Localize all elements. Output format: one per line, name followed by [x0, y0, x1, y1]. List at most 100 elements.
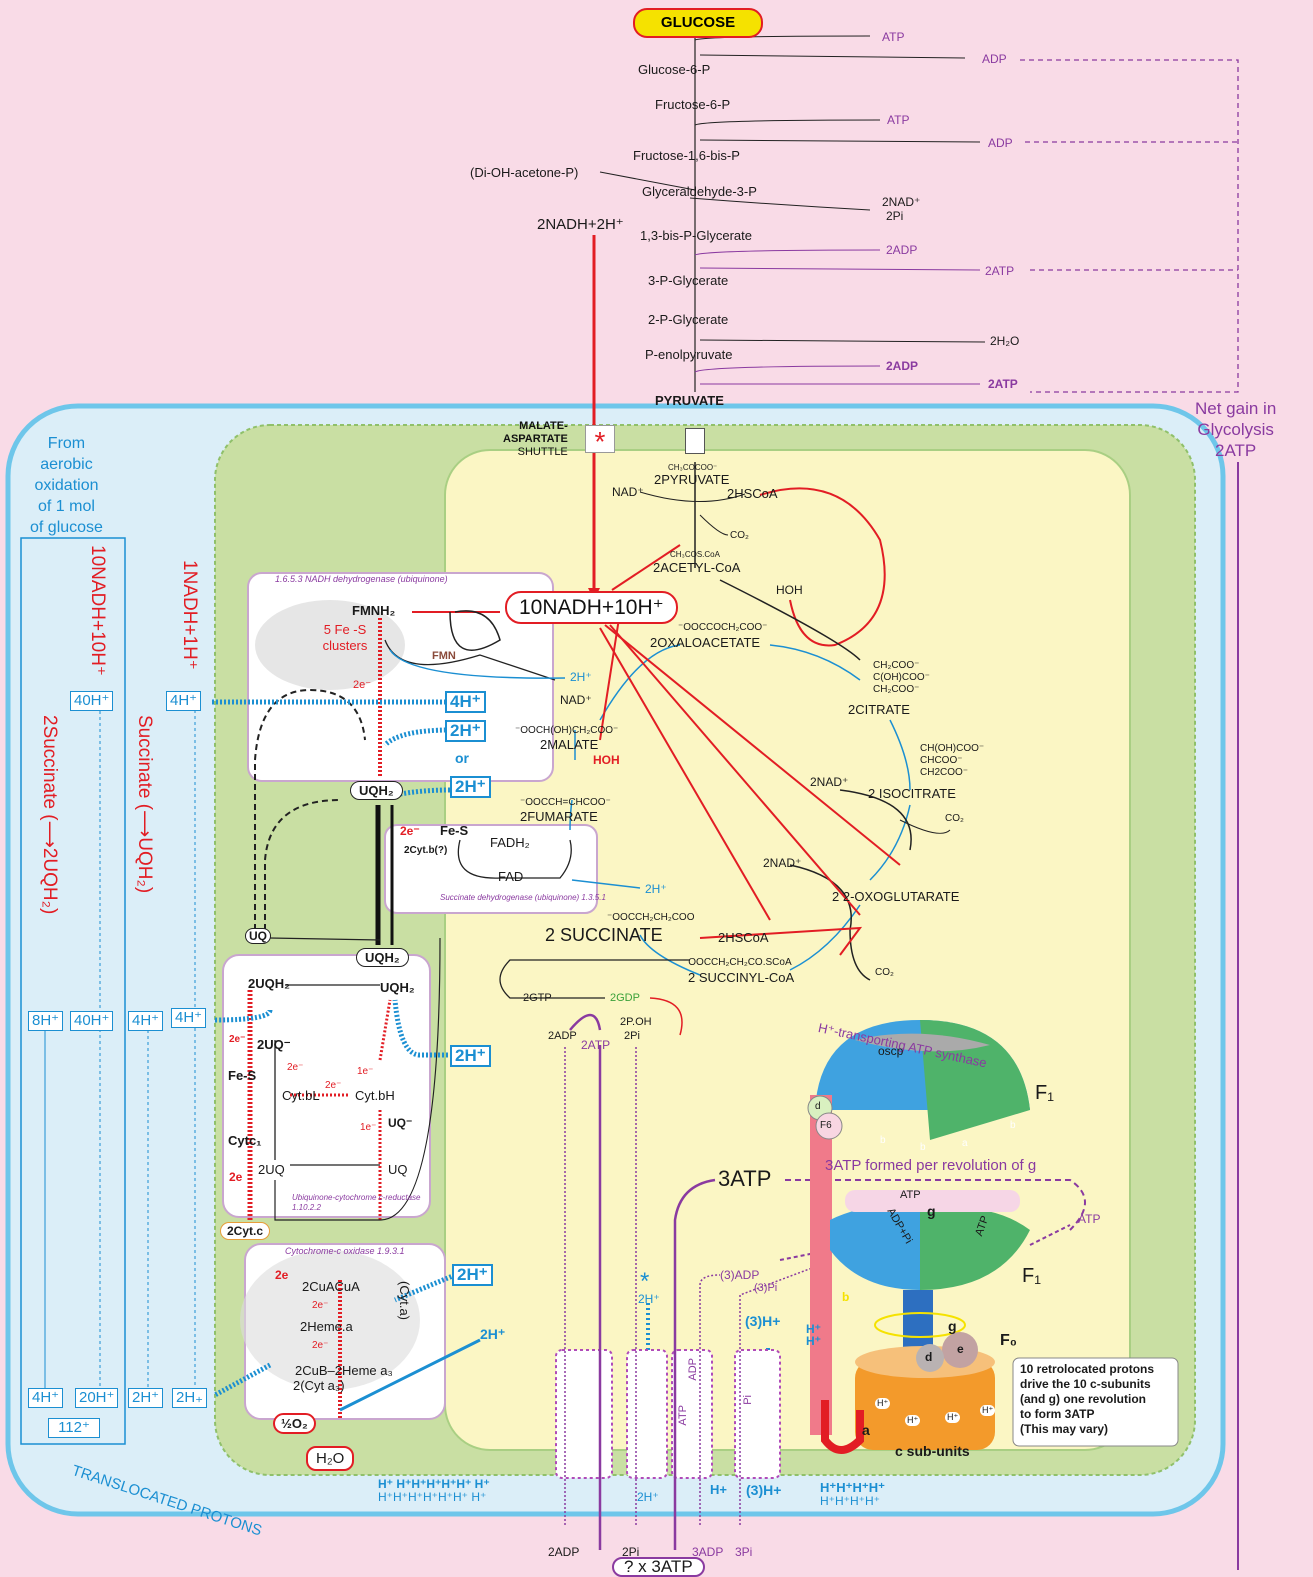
complex-2-electrons: 2e⁻ — [400, 824, 420, 838]
complex-3-e2: 2e⁻ — [287, 1062, 304, 1073]
box-112-total: 112⁺ — [48, 1418, 100, 1438]
box-4h-a: 4H⁺ — [166, 691, 202, 711]
hscoa-1: 2HSCoA — [727, 486, 778, 501]
subunit-d: d — [815, 1101, 821, 1112]
subunit-e: e — [957, 1342, 964, 1356]
synthase-atp-top: ATP — [900, 1189, 921, 1201]
glyceraldehyde-3-p: Glyceraldehyde-3-P — [642, 184, 757, 199]
atp-3: 2ATP — [985, 264, 1015, 278]
oxaloacetate: 2OXALOACETATE — [650, 635, 761, 650]
uqh2-pool-2: UQH₂ — [356, 948, 409, 967]
succinate: 2 SUCCINATE — [545, 925, 663, 945]
complex-4-e: 2e — [275, 1268, 289, 1282]
protons-row-3: H⁺H⁺H⁺H⁺ — [820, 1480, 885, 1495]
13-bis-p-glycerate: 1,3-bis-P-Glycerate — [640, 228, 752, 243]
complex-4-core — [240, 1250, 420, 1390]
complex-3-e3: 2e⁻ — [325, 1080, 342, 1091]
complex-4-title: Cytochrome-c oxidase 1.9.3.1 — [285, 1246, 405, 1256]
gamma-bottom: g — [948, 1318, 957, 1334]
succinylcoa-formula: ⁻OOCCH₂CH₂CO.SCoA — [683, 957, 792, 968]
col-2succinate: 2Succinate (⟶2UQH₂) — [39, 715, 60, 915]
three-atp: 3ATP — [718, 1166, 772, 1191]
protons-row-2: H⁺H⁺H⁺H⁺H⁺H⁺ H⁺ — [378, 1490, 487, 1504]
complex-1-nad: NAD⁺ — [560, 693, 592, 707]
cyt-b: 2Cyt.b(?) — [404, 845, 448, 856]
or-label: or — [455, 750, 469, 766]
hoh-2: HOH — [593, 753, 620, 767]
atp-4: 2ATP — [988, 377, 1018, 391]
three-h: (3)H+ — [745, 1313, 781, 1329]
citrate-formula: CH₂COO⁻ C(OH)COO⁻ CH₂COO⁻ — [873, 660, 930, 695]
f1-bottom: F₁ — [1022, 1265, 1041, 1287]
uq-radical: 2UQ⁻ — [257, 1037, 291, 1052]
isocitrate: 2 ISOCITRATE — [868, 786, 956, 801]
uqh2-pool-1: UQH₂ — [350, 781, 403, 800]
fructose-6-p: Fructose-6-P — [655, 97, 731, 112]
box-2h-b: 2H₊ — [172, 1388, 208, 1408]
subunit-d2: d — [925, 1350, 933, 1364]
glucose-label: GLUCOSE — [633, 8, 763, 38]
complex-3-e4: 1e⁻ — [357, 1066, 374, 1077]
box-4h-c: 4H⁺ — [171, 1008, 207, 1028]
cub-heme-a3: 2CuB–2Heme a₃ — [295, 1363, 393, 1378]
atp-side: ATP — [1078, 1212, 1101, 1226]
cyt-c: 2Cyt.c — [220, 1222, 271, 1240]
water: H₂O — [306, 1446, 355, 1471]
malate-formula: ⁻OOCH(OH)CH₂COO⁻ — [515, 725, 619, 736]
uq-minus: UQ⁻ — [388, 1116, 413, 1130]
tca-pi-a: 2P.OH — [620, 1016, 652, 1028]
co2-b: CO₂ — [945, 813, 964, 824]
complex-2-title: Succinate dehydrogenase (ubiquinone) 1.3… — [440, 893, 606, 902]
complex-3-title: Ubiquinone-cytochrome c-reductase 1.10.2… — [292, 1193, 421, 1212]
subunit-a-f0: a — [862, 1422, 870, 1438]
cyt-bh: Cyt.bH — [355, 1088, 395, 1103]
oxygen: ½O₂ — [273, 1413, 316, 1434]
box-4h-d: 4H⁺ — [28, 1388, 64, 1408]
protons-row-1: H⁺ H⁺H⁺H⁺H⁺H⁺ H⁺ — [378, 1477, 490, 1491]
fmnh2: FMNH₂ — [352, 603, 396, 618]
complex-3-uq: UQ — [388, 1162, 408, 1177]
c-proton-3: H⁺ — [945, 1412, 961, 1423]
3-p-glycerate: 3-P-Glycerate — [648, 273, 729, 288]
transport-star: * — [640, 1268, 650, 1295]
cyt-a3: 2(Cyt a₃) — [293, 1378, 345, 1393]
f1-top: F₁ — [1035, 1082, 1054, 1104]
adp-3: 2ADP — [886, 243, 918, 257]
b-stalk-label: b — [842, 1290, 850, 1304]
tca-pyruvate: 2PYRUVATE — [654, 472, 730, 487]
complex-3-uqh2: UQH₂ — [380, 980, 415, 995]
complex-1-electrons: 2e⁻ — [353, 679, 372, 691]
cua: 2CuACuA — [302, 1279, 360, 1294]
cyt-bl: Cyt.bL — [282, 1088, 320, 1103]
box-40h: 40H⁺ — [70, 691, 114, 711]
fumarate: 2FUMARATE — [520, 809, 598, 824]
complex-3-2uq: 2UQ — [258, 1162, 285, 1177]
complex-3-2h-box: 2H⁺ — [450, 1045, 491, 1067]
subunit-b3: b — [1010, 1120, 1016, 1131]
box-8h: 8H⁺ — [28, 1011, 64, 1031]
per-revolution-label: 3ATP formed per revolution of g — [825, 1157, 1037, 1174]
subunit-f6: F6 — [820, 1120, 832, 1131]
cyt-c1: Cytc₁ — [228, 1133, 262, 1148]
transport-pi: Pi — [742, 1395, 754, 1405]
complex-2-2h: 2H⁺ — [645, 882, 667, 896]
transport-atp: ATP — [677, 1405, 689, 1426]
c-proton-4: H⁺ — [980, 1405, 996, 1416]
pi-out: 2Pi — [622, 1545, 640, 1559]
pyruvate-formula: CH₃COCOO⁻ — [668, 463, 718, 472]
subunit-b1: b — [880, 1135, 886, 1146]
glycolysis-nadh: 2NADH+2H⁺ — [537, 216, 624, 233]
box-40h-b: 40H⁺ — [70, 1011, 114, 1031]
oaa-formula: ⁻OOCCOCH₂COO⁻ — [678, 622, 768, 633]
transport-2h: 2H⁺ — [638, 1292, 660, 1306]
complex-1-2h: 2H⁺ — [570, 670, 592, 684]
subunit-b2: b — [920, 1142, 926, 1153]
col-1nadh: 1NADH+1H⁺ — [179, 560, 200, 670]
complex-1-core — [255, 600, 405, 690]
transport-h: H+ — [710, 1482, 727, 1497]
summary-column — [20, 537, 126, 1445]
col-10nadh: 10NADH+10H⁺ — [87, 545, 108, 676]
